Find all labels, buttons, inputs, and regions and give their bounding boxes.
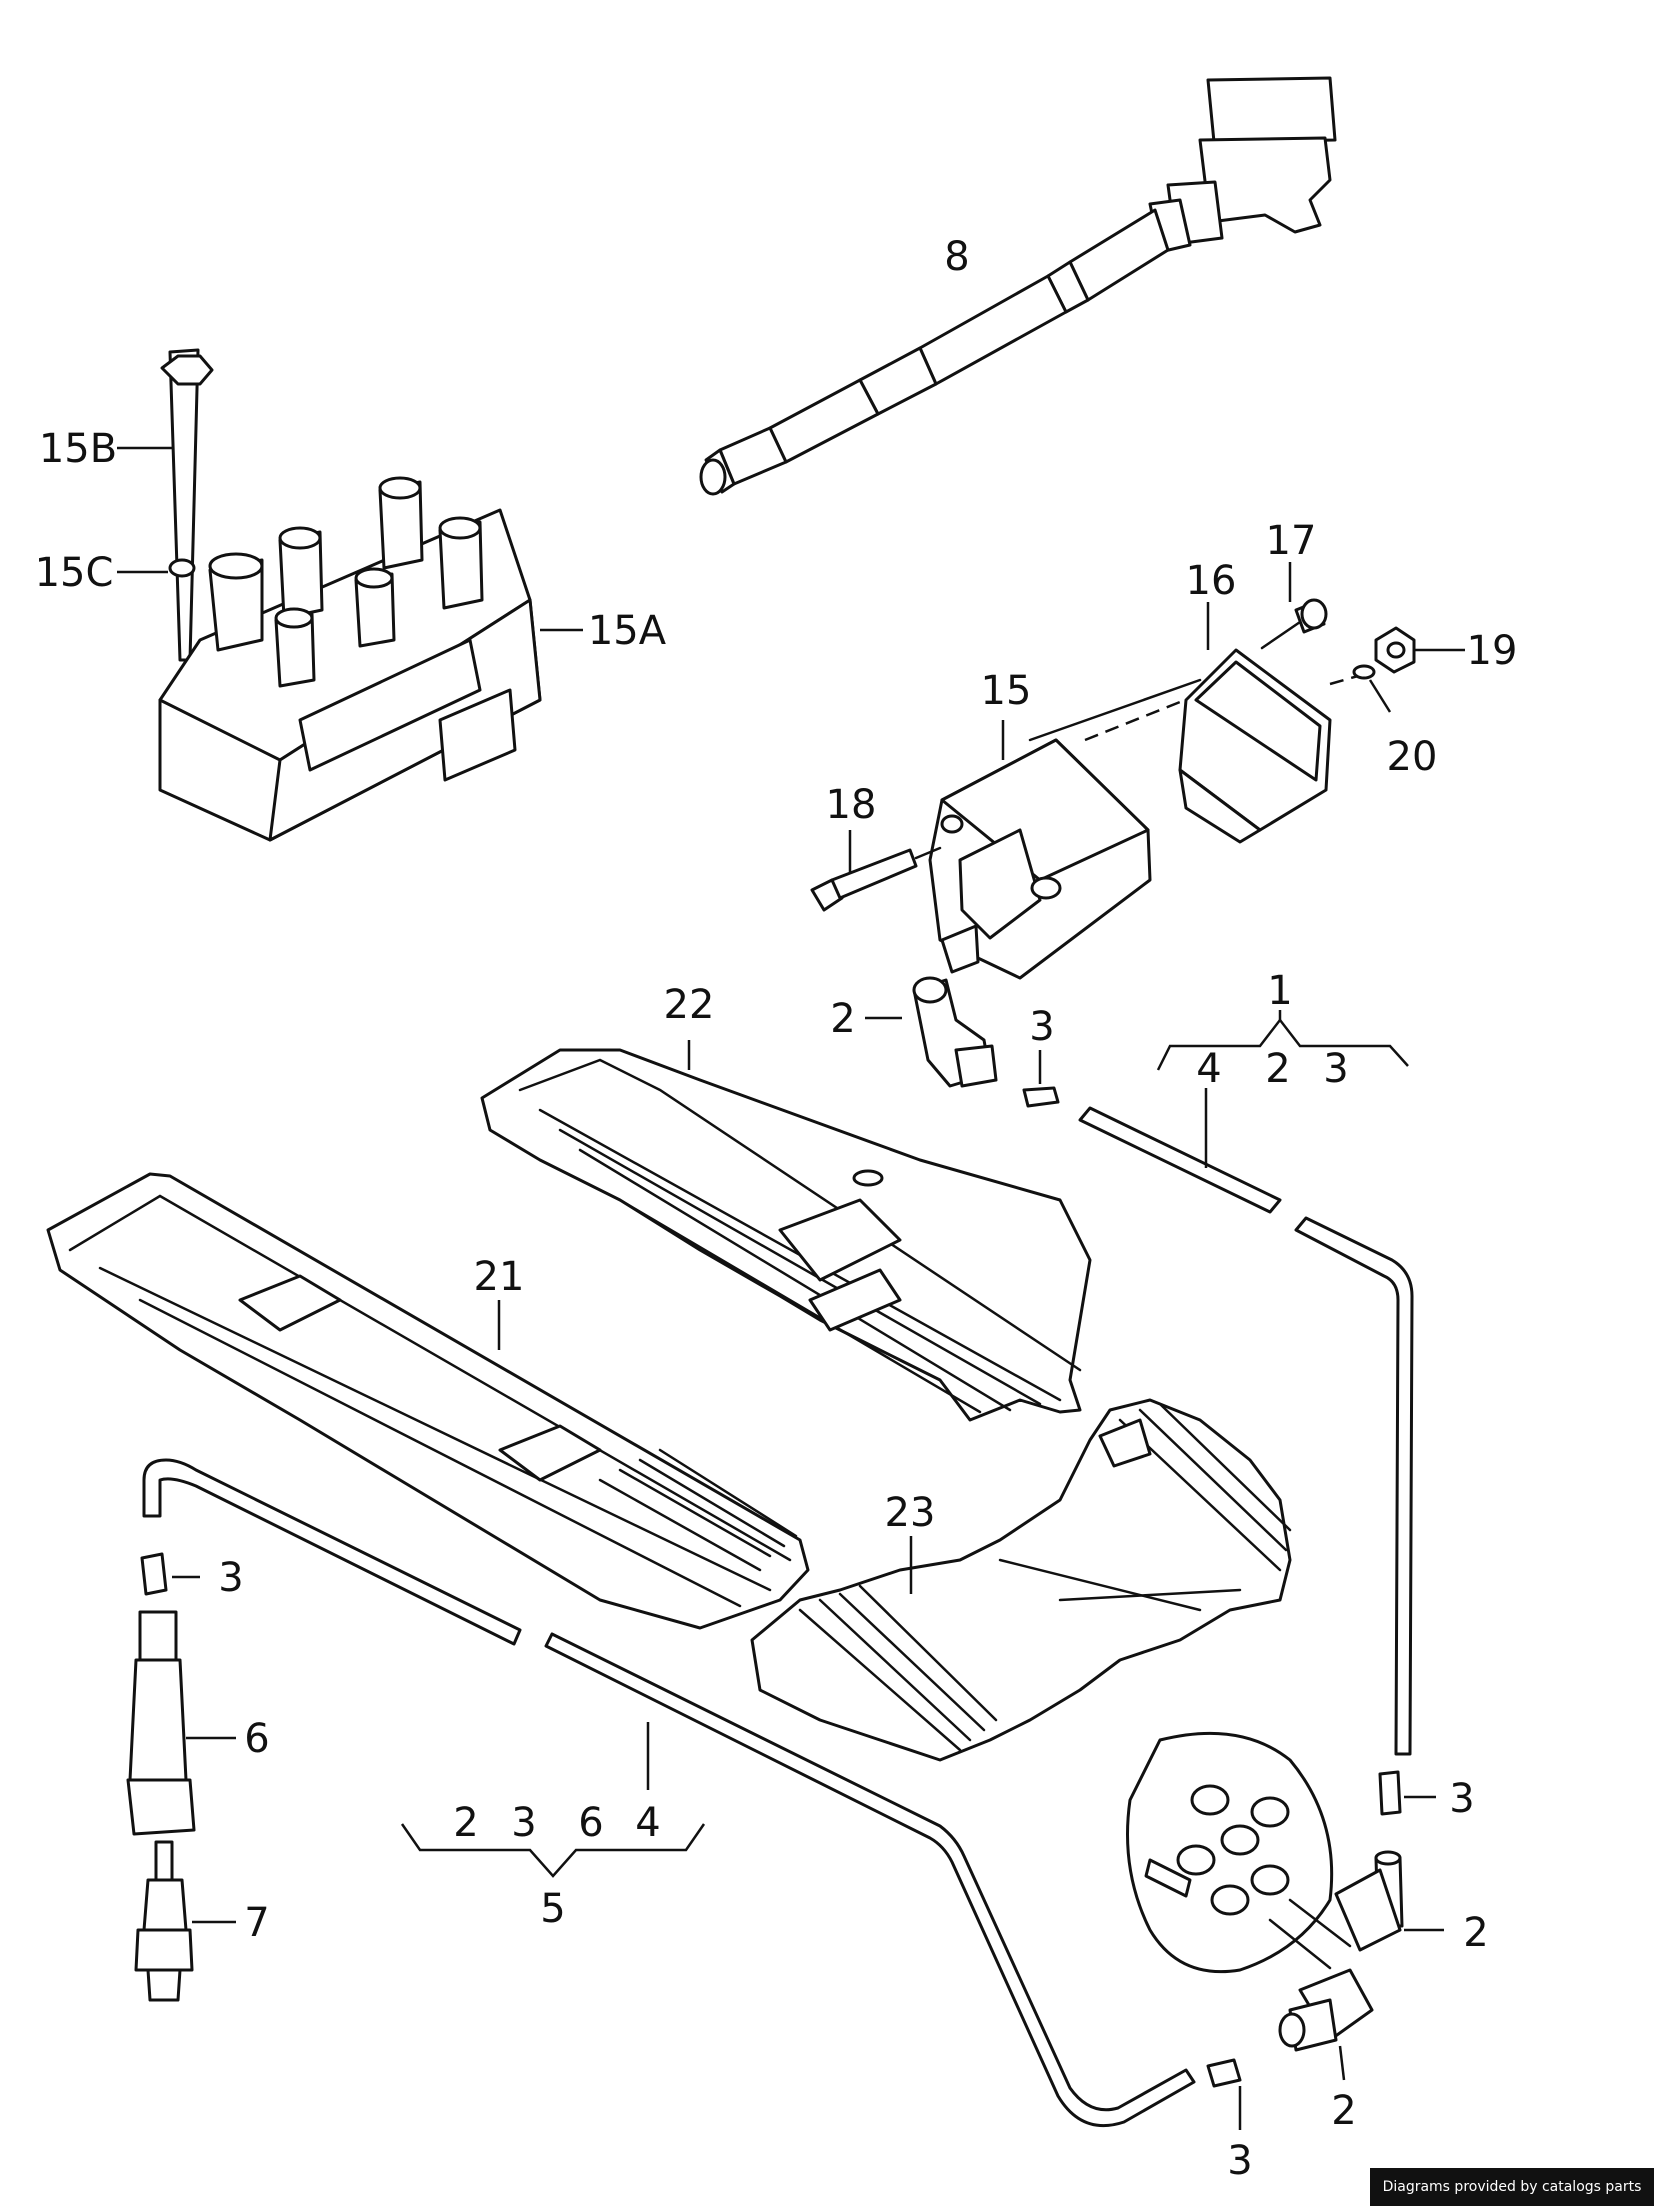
connector-part-2-top	[865, 976, 998, 1088]
callout-15B: 15B	[39, 426, 117, 472]
ignition-wire-part-4-right	[1078, 1088, 1414, 1756]
clip-part-3-right	[1378, 1770, 1436, 1816]
wire-cover-part-23	[750, 1398, 1292, 1762]
spark-plug-connector-part-6	[126, 1610, 236, 1836]
callout-7: 7	[244, 1900, 269, 1946]
distributor-cap	[1126, 1731, 1352, 1974]
callout-3-top: 3	[1029, 1004, 1054, 1050]
callout-16: 16	[1186, 558, 1237, 604]
callout-15A: 15A	[588, 608, 667, 654]
set-1-bracket	[1156, 1010, 1409, 1071]
wire-cover-part-22	[480, 1048, 1092, 1422]
callout-19: 19	[1467, 628, 1518, 674]
clip-part-3-top	[1022, 1050, 1060, 1108]
callout-8: 8	[944, 234, 969, 280]
callout-1: 1	[1267, 968, 1292, 1014]
ignition-coil-rod-part-8	[699, 76, 1337, 496]
coil-pack-part-15A	[117, 348, 583, 842]
spark-plug-part-7	[134, 1840, 236, 2002]
callout-3-set1: 3	[1323, 1046, 1348, 1092]
bolt-part-18	[810, 830, 942, 912]
callout-2-right-b: 2	[1331, 2088, 1356, 2134]
callout-23: 23	[885, 1490, 936, 1536]
callout-18: 18	[826, 782, 877, 828]
callout-6: 6	[244, 1716, 269, 1762]
callout-2-set5: 2	[453, 1800, 478, 1846]
callout-2-top: 2	[830, 996, 855, 1042]
callout-3-bottom: 3	[1227, 2138, 1252, 2184]
ignition-coil-part-15	[928, 678, 1211, 980]
callout-5: 5	[540, 1886, 565, 1932]
connector-part-2-right-b	[1278, 1968, 1374, 2081]
callout-21: 21	[474, 1254, 525, 1300]
callout-3-right: 3	[1449, 1776, 1474, 1822]
callout-2-right-a: 2	[1463, 1910, 1488, 1956]
callout-20: 20	[1387, 734, 1438, 780]
callout-labels: 8 15B 15C 15A 17 16 19 15 20 18 22 2 3 1…	[35, 234, 1518, 2184]
ignition-wire-part-4-left	[142, 1458, 1196, 2128]
set-5-bracket	[400, 1823, 706, 1878]
callout-22: 22	[664, 982, 715, 1028]
connector-part-2-right-a	[1334, 1850, 1444, 1952]
credit-banner: Diagrams provided by catalogs parts	[1370, 2168, 1654, 2206]
screw-part-17	[1260, 562, 1328, 650]
clip-part-3-left	[140, 1552, 200, 1596]
callout-15C: 15C	[35, 550, 114, 596]
wire-cover-part-21	[46, 1172, 810, 1630]
callout-15: 15	[981, 668, 1032, 714]
callout-3-set5: 3	[511, 1800, 536, 1846]
clip-part-3-bottom	[1206, 2058, 1242, 2130]
callout-4-set5: 4	[635, 1800, 660, 1846]
ignition-module-part-16	[1178, 648, 1332, 844]
washer-part-20	[1329, 664, 1392, 713]
callout-4-top: 4	[1196, 1046, 1221, 1092]
callout-17: 17	[1266, 518, 1317, 564]
nut-part-19	[1374, 626, 1465, 674]
callout-3-left: 3	[218, 1555, 243, 1601]
callout-6-set5: 6	[578, 1800, 603, 1846]
callout-2-set1: 2	[1265, 1046, 1290, 1092]
